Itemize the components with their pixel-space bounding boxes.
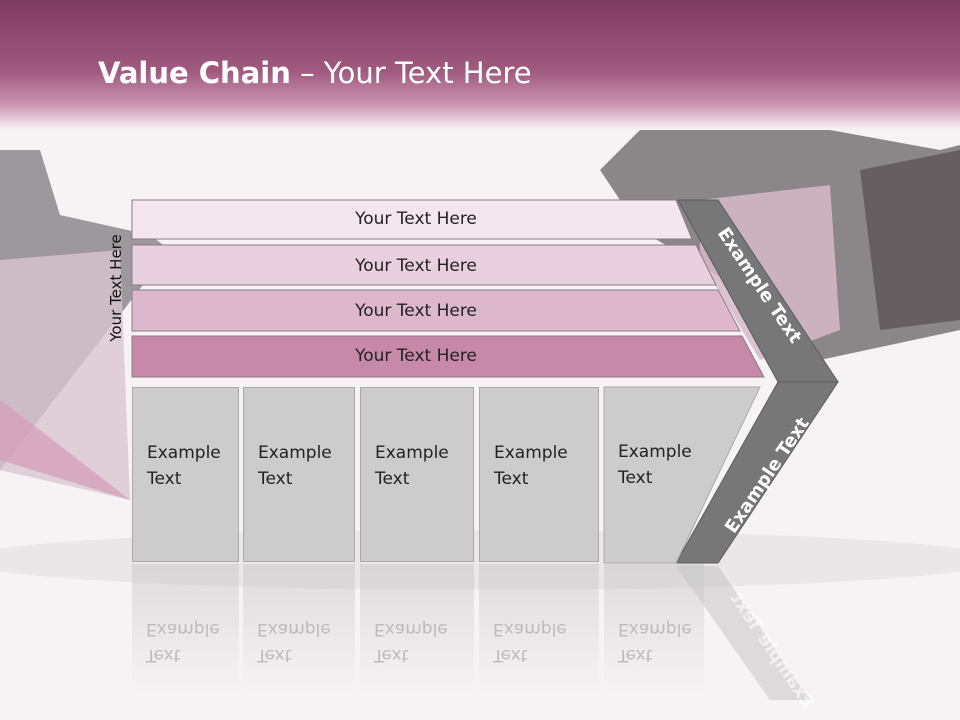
box-1-line2: Text [147, 469, 182, 489]
box-1-reflection-line1: Example [146, 619, 220, 639]
box-5-line2: Text [618, 468, 653, 488]
box-5-reflection: Text Example [604, 564, 704, 694]
box-5-reflection-line2: Text [618, 645, 653, 665]
box-4-line2: Text [494, 469, 529, 489]
band-3-label: Your Text Here [355, 301, 477, 321]
box-3-reflection-line1: Example [374, 619, 448, 639]
box-5-reflection-line1: Example [618, 619, 692, 639]
box-1-reflection: Text Example [132, 564, 239, 694]
box-2-line2: Text [258, 469, 293, 489]
box-3-line2: Text [375, 469, 410, 489]
slide-title: Value Chain – Your Text Here [98, 56, 532, 90]
box-2-reflection: Text Example [243, 564, 355, 694]
box-4-reflection-line2: Text [493, 645, 528, 665]
box-2-reflection-line2: Text [257, 645, 292, 665]
box-4-line1: Example [494, 443, 568, 463]
band-2-label: Your Text Here [355, 256, 477, 276]
box-3-reflection-line2: Text [374, 645, 409, 665]
band-4-label: Your Text Here [355, 346, 477, 366]
box-3-line1: Example [375, 443, 449, 463]
box-4-reflection: Text Example [479, 564, 599, 694]
band-1-label: Your Text Here [355, 209, 477, 229]
box-1-reflection-line2: Text [146, 645, 181, 665]
box-5-line1: Example [618, 442, 692, 462]
box-3-reflection: Text Example [360, 564, 474, 694]
vertical-axis-label: Your Text Here [107, 234, 125, 342]
title-bar [0, 0, 960, 130]
box-1-line1: Example [147, 443, 221, 463]
title-rest: – Your Text Here [290, 56, 532, 90]
box-2-line1: Example [258, 443, 332, 463]
box-4-reflection-line1: Example [493, 619, 567, 639]
box-2-reflection-line1: Example [257, 619, 331, 639]
title-bold: Value Chain [98, 56, 291, 90]
